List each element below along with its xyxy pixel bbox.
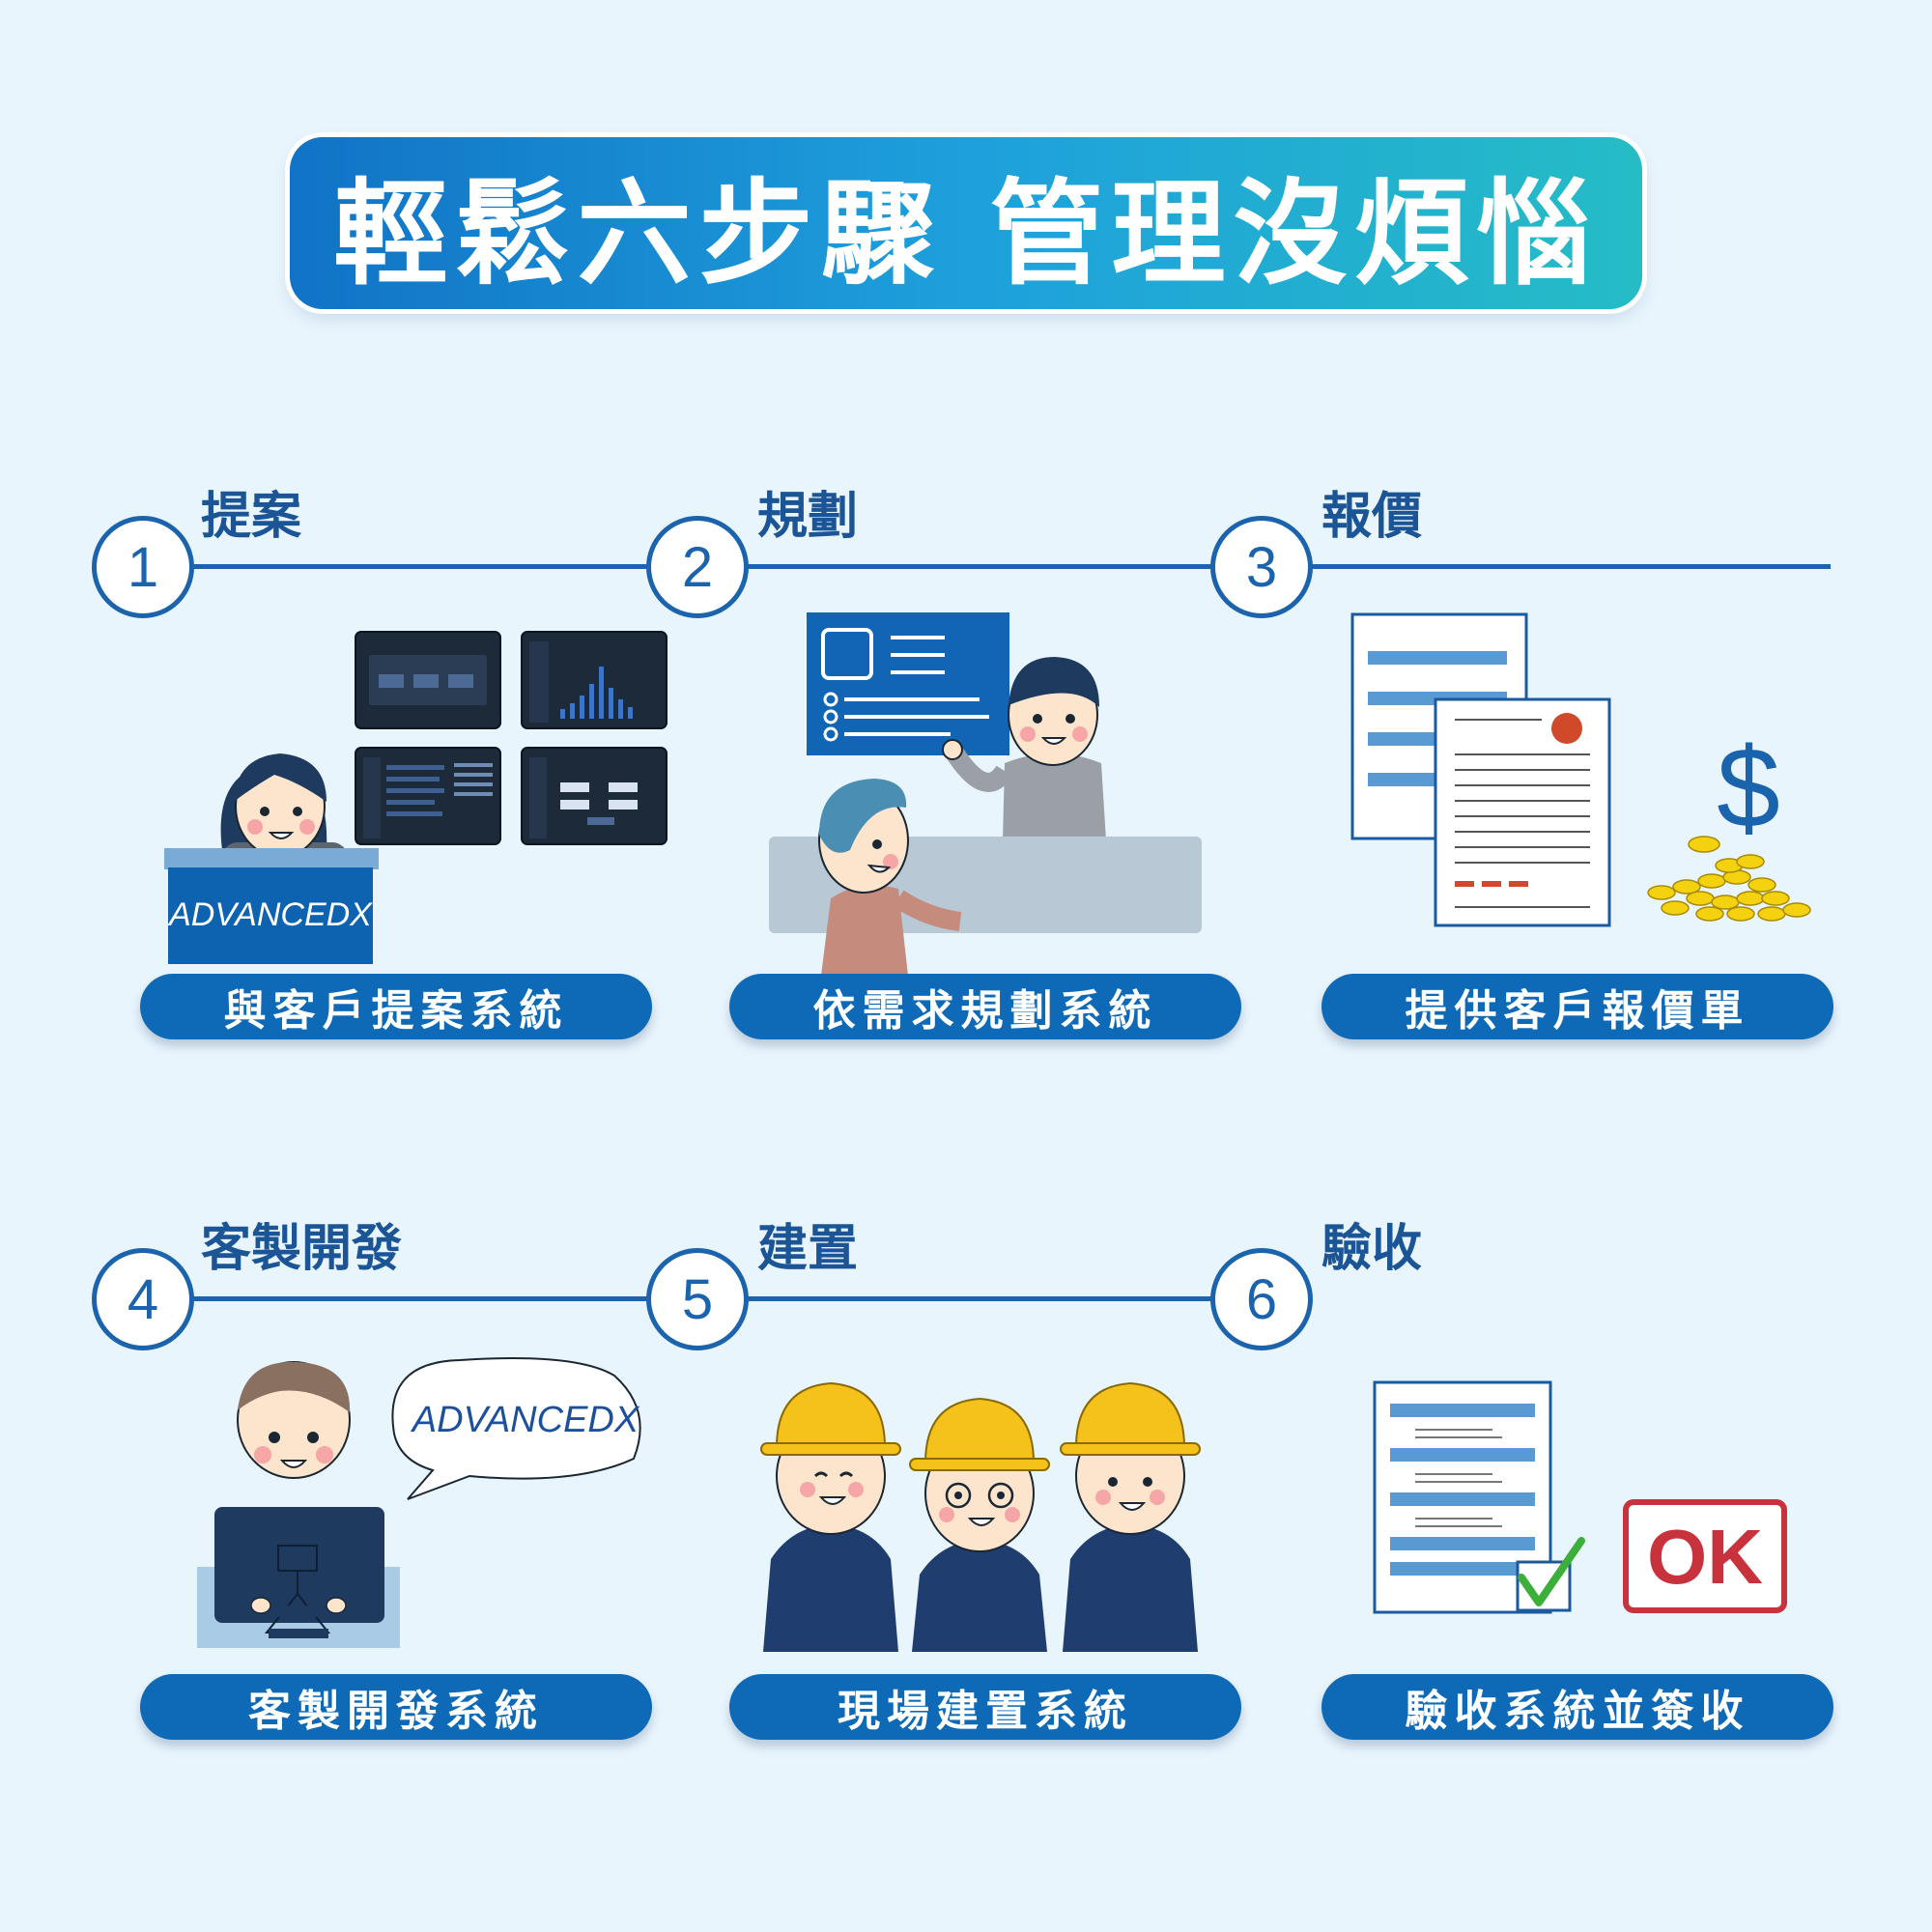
stamp-icon	[1551, 713, 1582, 744]
step-2-illustration	[763, 609, 1208, 976]
step-6-title: 驗收	[1321, 1220, 1423, 1278]
step-4-title: 客製開發	[201, 1220, 403, 1278]
step-1-illustration: ADVANCEDX	[155, 628, 676, 966]
quotation-document-icon	[1434, 697, 1611, 927]
speech-bubble-icon: ADVANCEDX	[391, 1357, 641, 1500]
step-2-title: 規劃	[757, 488, 859, 546]
worker-icon	[1060, 1381, 1201, 1652]
step-5-title: 建置	[757, 1220, 859, 1278]
desk-logo: ADVANCEDX	[167, 896, 373, 933]
step-3-number: 3	[1210, 516, 1313, 618]
consultant-man-icon	[942, 657, 1106, 840]
step-4-number: 4	[92, 1248, 194, 1350]
ok-label: OK	[1647, 1514, 1763, 1600]
step-5-illustration	[753, 1362, 1217, 1652]
timeline-line-row1	[140, 564, 1831, 569]
checkbox-check-icon	[1516, 1537, 1585, 1612]
step-6-illustration: OK	[1367, 1377, 1792, 1618]
step-3-caption: 提供客戶報價單	[1321, 974, 1833, 1039]
developer-icon	[237, 1361, 351, 1479]
step-1-title: 提案	[201, 488, 302, 546]
step-6-number: 6	[1210, 1248, 1313, 1350]
step-1-number: 1	[92, 516, 194, 618]
step-4-illustration: ADVANCEDX	[189, 1352, 653, 1652]
planning-board-icon	[807, 612, 1009, 755]
page-title: 輕鬆六步驟 管理沒煩惱	[333, 166, 1599, 300]
reception-desk: ADVANCEDX	[164, 848, 379, 964]
bubble-logo: ADVANCEDX	[411, 1400, 640, 1440]
step-5-caption: 現場建置系統	[729, 1674, 1241, 1740]
step-2-caption: 依需求規劃系統	[729, 974, 1241, 1039]
step-5-number: 5	[646, 1248, 749, 1350]
client-man-icon	[818, 779, 962, 976]
step-2-number: 2	[646, 516, 749, 618]
step-3-illustration: $	[1343, 609, 1826, 937]
ok-stamp-icon: OK	[1623, 1499, 1787, 1613]
worker-icon	[760, 1381, 901, 1652]
title-banner: 輕鬆六步驟 管理沒煩惱	[290, 137, 1642, 309]
step-3-title: 報價	[1321, 488, 1423, 546]
step-1-caption: 與客戶提案系統	[140, 974, 652, 1039]
computer-monitor-icon	[197, 1507, 400, 1648]
dollar-icon: $	[1717, 724, 1780, 852]
step-6-caption: 驗收系統並簽收	[1321, 1674, 1833, 1740]
step-4-caption: 客製開發系統	[140, 1674, 652, 1740]
worker-with-glasses-icon	[909, 1397, 1050, 1652]
dashboard-screen-icon	[355, 631, 668, 845]
coins-icon	[1647, 836, 1811, 922]
